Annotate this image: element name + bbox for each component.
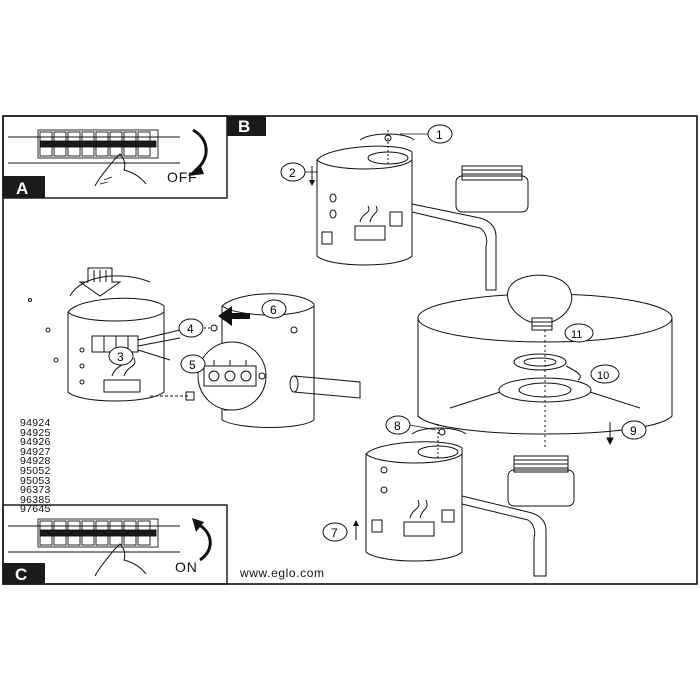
panel-c-state: ON [175, 559, 198, 575]
screw-icon [438, 428, 446, 436]
panel-a-state: OFF [167, 169, 197, 185]
step-number: 2 [289, 166, 296, 180]
panel-b-letter: B [238, 117, 250, 136]
socket-thread [461, 165, 523, 181]
light-bulb-icon [507, 274, 573, 323]
step-callout-6: 6 [261, 299, 287, 319]
terminal-block [354, 225, 386, 241]
hand-icon [94, 153, 147, 187]
step-number: 7 [331, 526, 338, 540]
wiring-assembly [28, 267, 361, 428]
bulb-base [531, 317, 553, 331]
part-number: 94926 [20, 436, 51, 449]
panel-a-switch-off: A OFF [2, 115, 228, 199]
step-callout-11: 11 [564, 323, 594, 343]
shade-spokes [449, 391, 641, 409]
step-number: 9 [630, 424, 637, 438]
hand-icon [94, 543, 147, 577]
mount-hole [329, 193, 337, 203]
mount-top-assembly [316, 130, 529, 291]
step-number: 3 [117, 350, 124, 364]
breaker-box-icon [8, 129, 180, 164]
insert-arrow-icon [78, 267, 122, 297]
step-callout-8: 8 [385, 415, 437, 435]
part-number: 94928 [20, 455, 51, 468]
step-callout-2: 2 [280, 162, 318, 186]
step-number: 10 [597, 370, 609, 382]
rotate-arrow-icon [197, 522, 212, 562]
panel-c-frame [2, 504, 228, 585]
breaker-box-icon [8, 518, 180, 553]
panel-a-frame [2, 115, 228, 199]
bracket-clip [321, 231, 333, 245]
wall-bracket [316, 145, 413, 266]
step-number: 11 [571, 329, 582, 341]
panel-b-header: B [227, 116, 266, 136]
bracket-top-edge [316, 159, 413, 170]
lampshade-assembly [417, 274, 673, 450]
part-number: 95053 [20, 474, 51, 487]
screw-icon [185, 391, 195, 401]
lamp-socket [455, 175, 529, 213]
step-callout-3: 3 [108, 346, 134, 366]
bracket-clip [389, 211, 403, 227]
cover-piece [221, 293, 315, 428]
terminal-block [403, 521, 435, 537]
part-number-list: 94924 94925 94926 94927 94928 95052 9505… [20, 417, 80, 516]
lampshade-body [417, 318, 673, 435]
part-number: 96373 [20, 484, 51, 497]
detail-magnifier [197, 341, 267, 411]
website-url: www.eglo.com [240, 566, 325, 580]
ceiling-box-top [69, 275, 151, 297]
rotate-arrow-head-icon [192, 518, 204, 532]
step-callout-9: 9 [621, 420, 647, 440]
step-number: 6 [270, 303, 277, 317]
hand-fingers-icon [99, 176, 113, 185]
rotate-arrow-head-icon [188, 164, 204, 176]
part-number: 96385 [20, 493, 51, 506]
step-callout-5: 5 [180, 354, 206, 374]
part-number: 94925 [20, 426, 51, 439]
mount-hole [329, 209, 337, 219]
lamp-socket [507, 469, 575, 507]
direction-arrow-icon [218, 306, 232, 326]
part-number: 94924 [20, 417, 51, 429]
lamp-arm [293, 375, 361, 399]
rotate-arrow-icon [192, 128, 208, 172]
step-callout-7: 7 [322, 520, 359, 542]
panel-c-letter: C [15, 565, 27, 584]
part-number: 95052 [20, 464, 51, 477]
panel-c-switch-on: C ON [2, 504, 228, 585]
step-number: 1 [436, 128, 443, 142]
step-number: 5 [189, 358, 196, 372]
step-callout-1: 1 [400, 124, 453, 144]
rotate-indicator-icon [359, 133, 415, 141]
rotate-indicator-icon [565, 365, 581, 381]
lamp-arm [461, 495, 547, 577]
screw-icon [384, 134, 392, 142]
wall-bracket [365, 441, 463, 562]
step-callout-4: 4 [178, 318, 204, 338]
step-callout-10: 10 [590, 364, 620, 384]
panel-a-letter: A [16, 179, 28, 198]
lamp-arm [411, 203, 497, 291]
mount-bottom-assembly [365, 424, 575, 577]
step-number: 4 [187, 322, 194, 336]
wall-bracket [67, 297, 165, 402]
panel-b-badge [227, 116, 266, 136]
panel-a-badge [3, 176, 45, 198]
rotate-indicator-icon [411, 427, 467, 435]
panel-c-badge [3, 563, 45, 584]
outer-frame [2, 115, 698, 585]
part-number: 94927 [20, 445, 51, 458]
wire-icon [359, 205, 378, 223]
step-number: 8 [394, 419, 401, 433]
wire-icon [137, 329, 181, 361]
terminal-block [103, 379, 141, 393]
part-number: 97645 [20, 503, 51, 516]
locking-ring [513, 353, 567, 371]
